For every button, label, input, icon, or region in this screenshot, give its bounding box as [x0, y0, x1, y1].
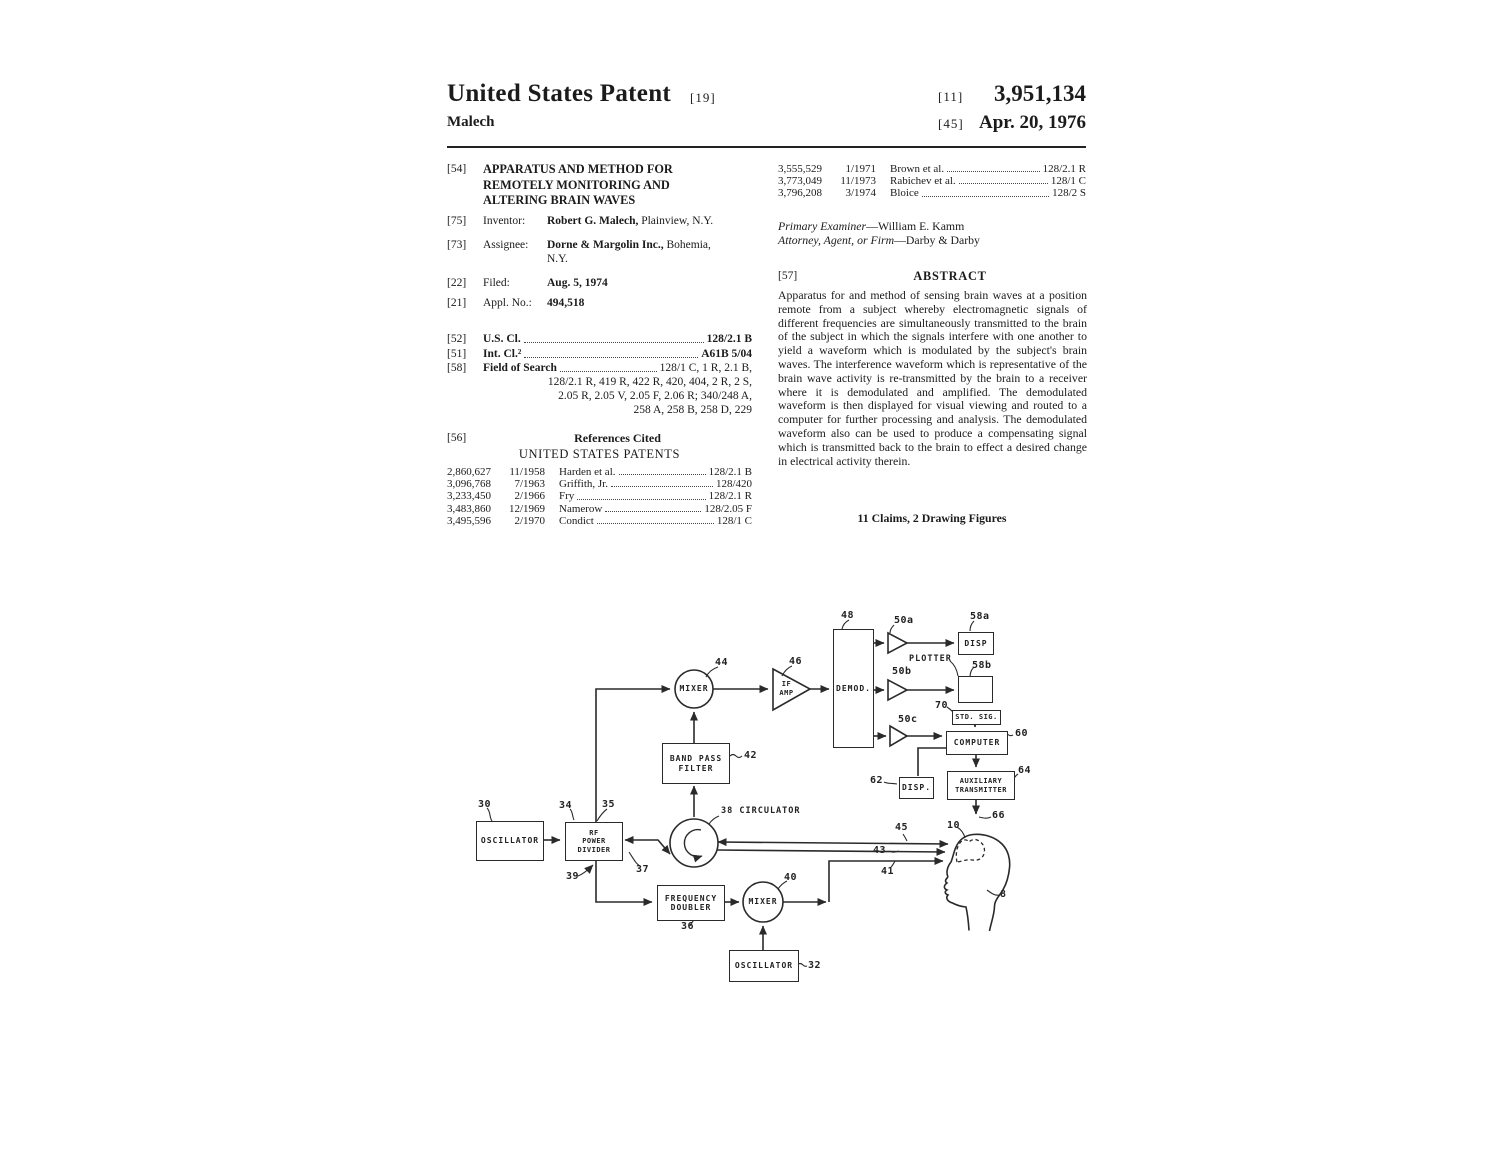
- fig-box-oscillator-32: OSCILLATOR: [729, 950, 799, 982]
- fig-mixer-40-label: MIXER: [744, 894, 782, 910]
- fig-ref-36: 36: [681, 921, 694, 932]
- fig-ref-10: 10: [947, 820, 960, 831]
- amp-50c-triangle: [890, 726, 907, 746]
- fig-box-std-sig: STD. SIG.: [952, 710, 1001, 725]
- fig-ref-30: 30: [478, 799, 491, 810]
- fig-ref-58a: 58a: [970, 611, 990, 622]
- fig-box-aux-transmitter: AUXILIARY TRANSMITTER: [947, 771, 1015, 800]
- fig-ref-50c: 50c: [898, 714, 918, 725]
- fig-ref-66: 66: [992, 810, 1005, 821]
- fig-ref-38-circulator: 38 CIRCULATOR: [721, 806, 801, 816]
- fig-ref-40: 40: [784, 872, 797, 883]
- fig-ref-45: 45: [895, 822, 908, 833]
- fig-ref-43: 43: [873, 845, 886, 856]
- amp-50a-triangle: [888, 633, 907, 653]
- fig-box-plotter-58b: [958, 676, 993, 703]
- fig-ref-70: 70: [935, 700, 948, 711]
- fig-ref-50a: 50a: [894, 615, 914, 626]
- circulator-circle: [670, 819, 718, 867]
- fig-box-band-pass-filter: BAND PASS FILTER: [662, 743, 730, 784]
- fig-box-oscillator-30: OSCILLATOR: [476, 821, 544, 861]
- fig-ref-32: 32: [808, 960, 821, 971]
- fig-ref-44: 44: [715, 657, 728, 668]
- fig-ref-46: 46: [789, 656, 802, 667]
- fig-if-amp-label: IF AMP: [773, 675, 800, 703]
- amp-50b-triangle: [888, 680, 907, 700]
- fig-ref-58b: 58b: [972, 660, 992, 671]
- fig-ref-48: 48: [841, 610, 854, 621]
- fig-ref-37: 37: [636, 864, 649, 875]
- fig-box-disp-62: DISP.: [899, 777, 934, 799]
- fig-ref-60: 60: [1015, 728, 1028, 739]
- fig-box-rf-power-divider: RF POWER DIVIDER: [565, 822, 623, 861]
- fig-box-computer: COMPUTER: [946, 731, 1008, 755]
- head-outline: [947, 834, 1010, 931]
- fig-box-demod: DEMOD.: [833, 629, 874, 748]
- fig-ref-64: 64: [1018, 765, 1031, 776]
- fig-mixer-44-label: MIXER: [675, 681, 713, 697]
- fig-ref-50b: 50b: [892, 666, 912, 677]
- fig-box-disp-58a: DISP: [958, 632, 994, 655]
- fig-ref-8: 8: [1000, 889, 1007, 900]
- fig-ref-plotter: PLOTTER: [909, 654, 952, 664]
- fig-ref-34: 34: [559, 800, 572, 811]
- fig-ref-41: 41: [881, 866, 894, 877]
- fig-box-frequency-doubler: FREQUENCY DOUBLER: [657, 885, 725, 921]
- fig-ref-39: 39: [566, 871, 579, 882]
- brain-outline: [956, 839, 984, 862]
- fig-ref-35: 35: [602, 799, 615, 810]
- face-outline: [944, 877, 969, 931]
- fig-ref-62: 62: [870, 775, 883, 786]
- fig-ref-42: 42: [744, 750, 757, 761]
